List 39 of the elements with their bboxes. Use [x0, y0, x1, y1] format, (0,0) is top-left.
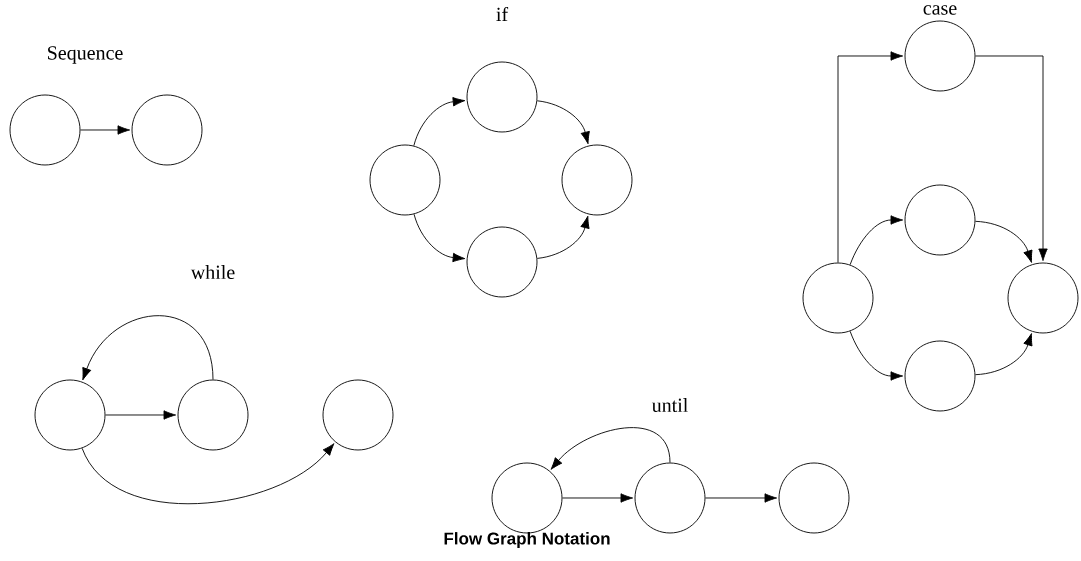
arrow: [81, 443, 335, 504]
caption: Flow Graph Notation: [444, 532, 610, 548]
circle-node: [466, 226, 538, 298]
circle-node: [131, 94, 203, 166]
arrow: [974, 220, 1033, 263]
arrow: [974, 333, 1033, 376]
circle-node: [634, 462, 706, 534]
circle-node: [561, 144, 633, 216]
arrow: [536, 215, 590, 259]
arrow: [82, 315, 214, 381]
arrow: [413, 97, 466, 147]
circle-node: [322, 379, 394, 451]
arrow: [413, 213, 466, 263]
circle-node: [9, 94, 81, 166]
arrow: [975, 55, 1048, 262]
arrow: [80, 125, 131, 135]
circle-node: [904, 20, 976, 92]
circle-node: [904, 184, 976, 256]
arrow: [562, 493, 634, 503]
arrow: [849, 330, 904, 381]
circle-node: [466, 61, 538, 133]
arrow: [705, 493, 778, 503]
circle-node: [177, 379, 249, 451]
circle-node: [491, 462, 563, 534]
circle-node: [904, 340, 976, 412]
arrow: [550, 427, 671, 470]
circle-node: [778, 462, 850, 534]
arrow: [849, 215, 904, 266]
arrow: [536, 100, 590, 145]
group-label: if: [496, 6, 509, 22]
group-label: Sequence: [48, 46, 123, 64]
circle-node: [369, 144, 441, 216]
arrow: [837, 51, 904, 263]
circle-node: [1007, 262, 1079, 334]
arrow: [105, 410, 177, 420]
group-label: until: [651, 397, 688, 412]
circle-node: [802, 262, 874, 334]
group-label: while: [190, 264, 235, 279]
circle-node: [34, 379, 106, 451]
